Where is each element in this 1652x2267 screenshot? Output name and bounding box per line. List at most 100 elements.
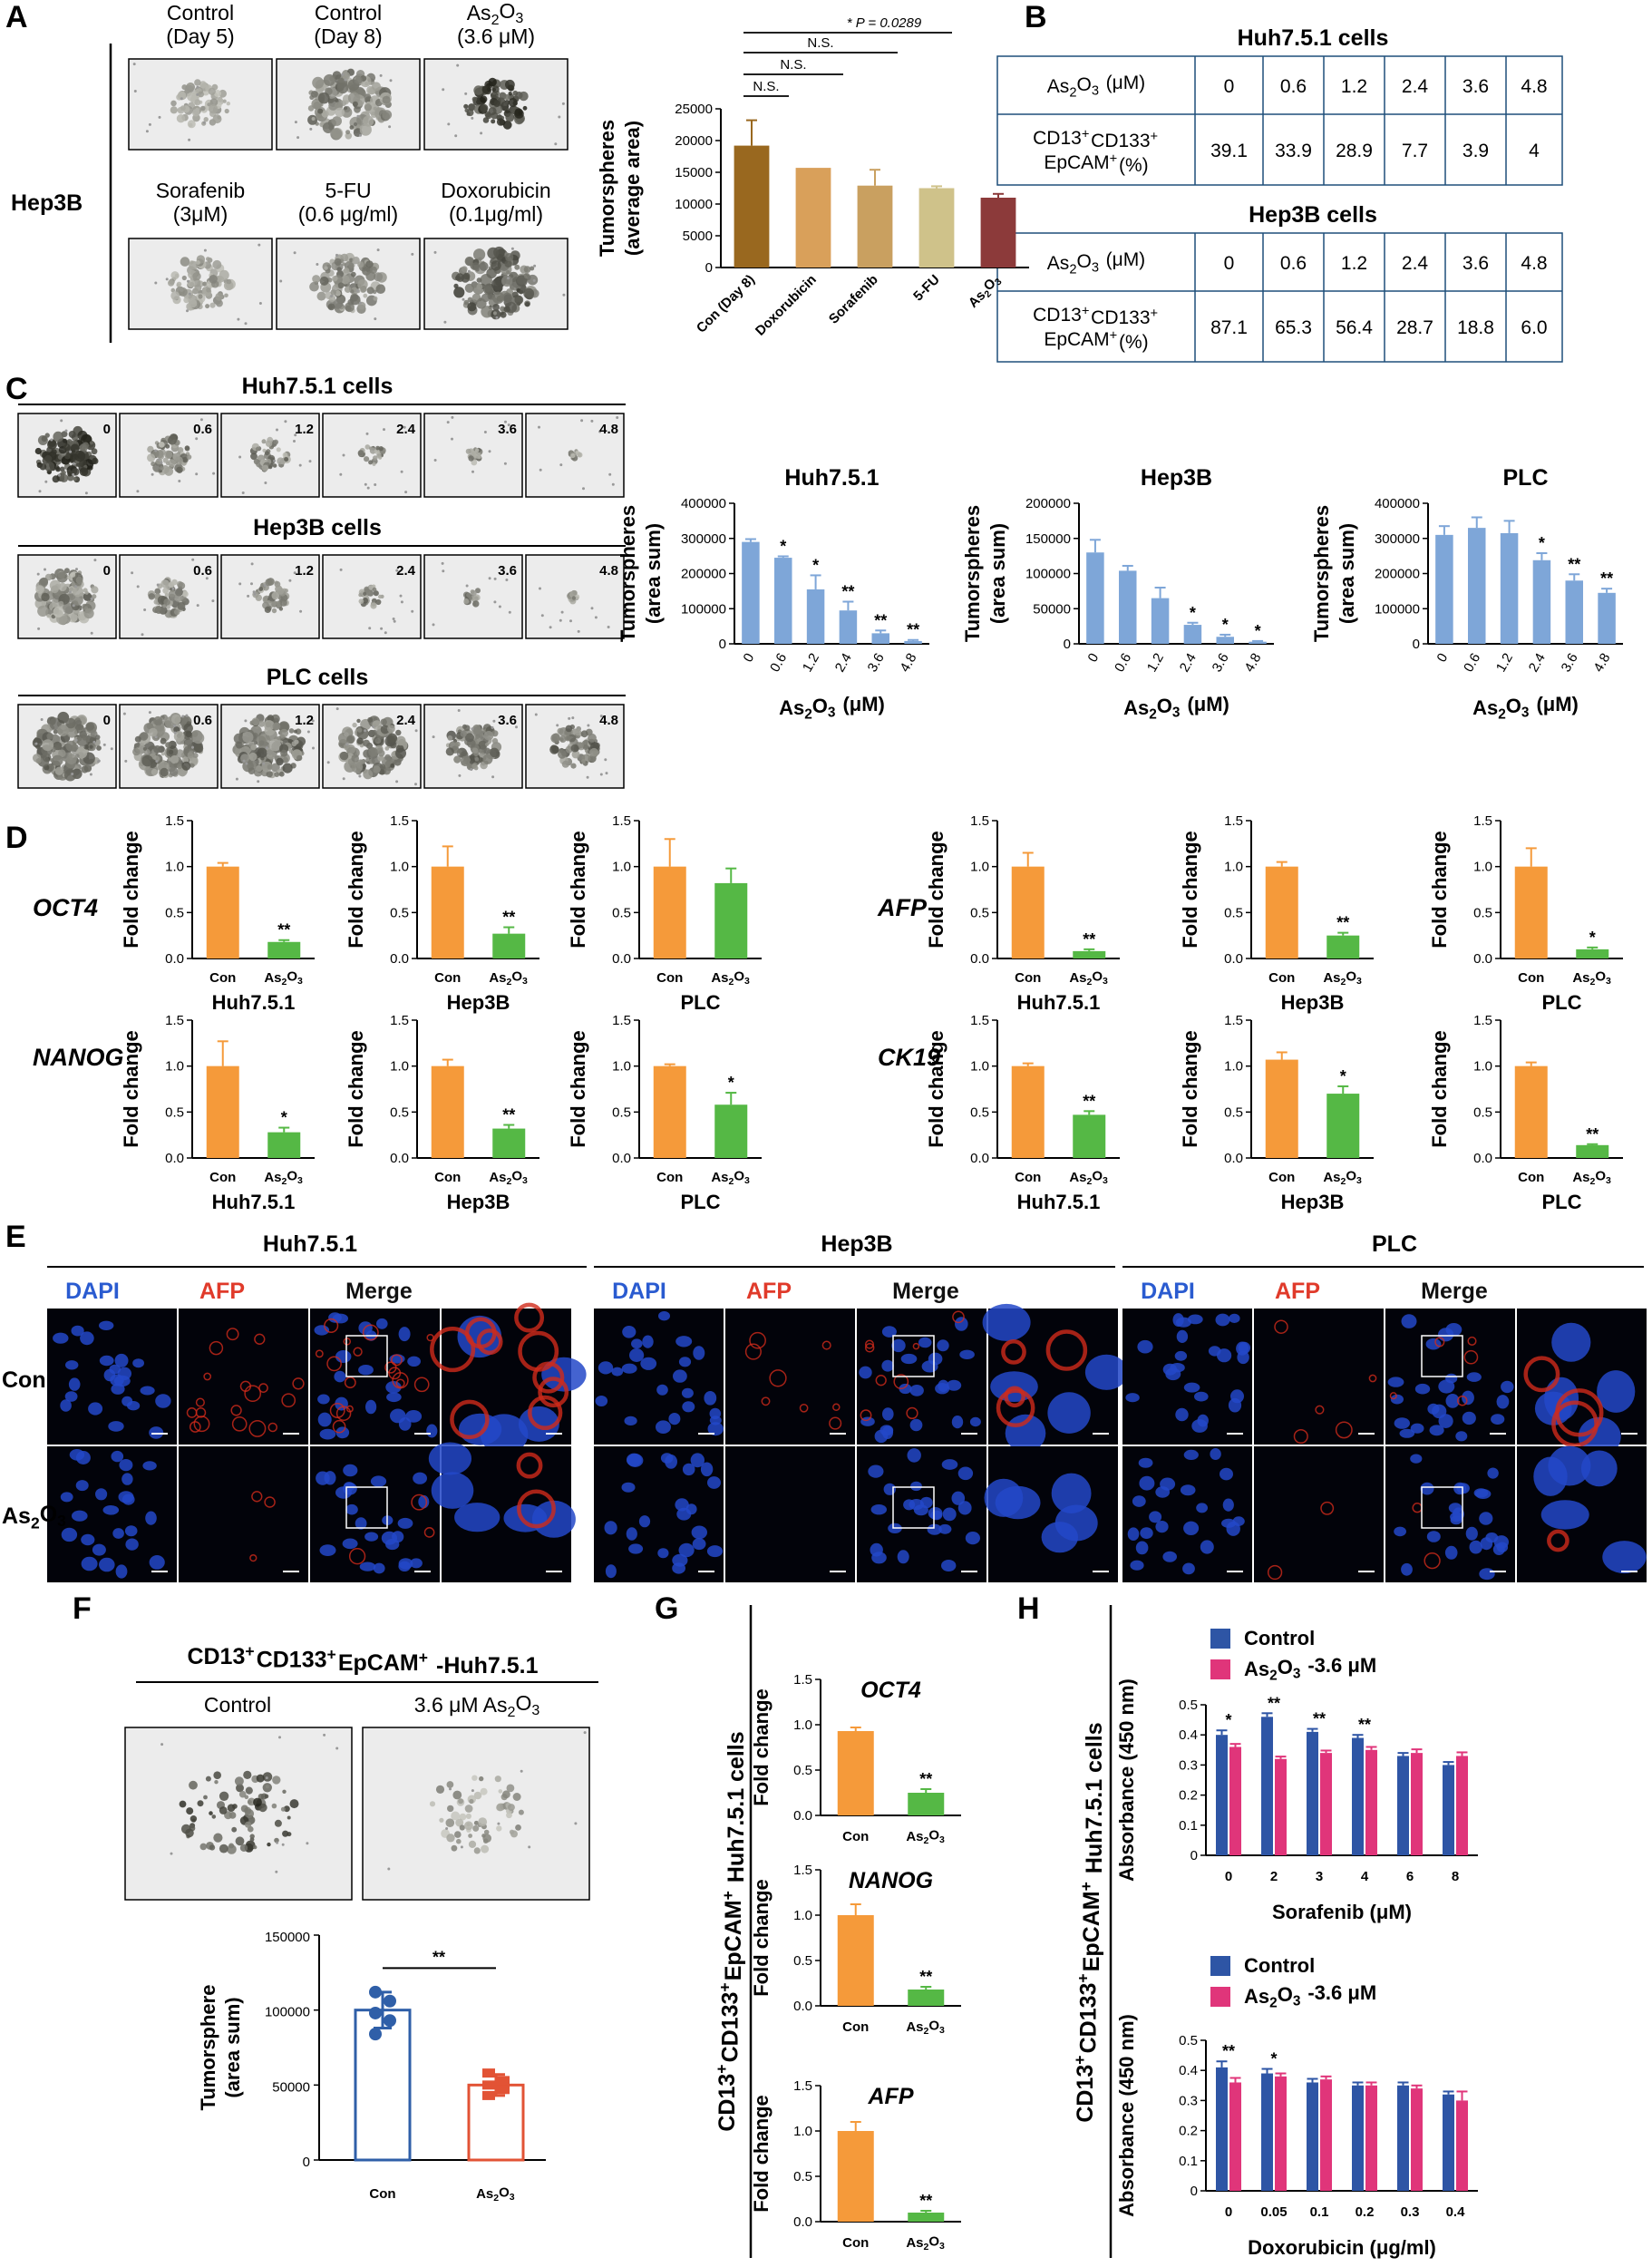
afp-signal (209, 1340, 224, 1356)
panel-c-image-debris (342, 777, 345, 781)
nucleus (685, 1503, 697, 1515)
panel-e-group-title: Huh7.5.1 (263, 1231, 357, 1257)
panel-e-channel-label: AFP (1275, 1279, 1320, 1304)
nucleus (102, 1505, 120, 1515)
y-axis-title: (average area) (621, 121, 644, 256)
panel-c-image-debris (358, 774, 362, 778)
y-tick-label: 0.2 (1179, 2124, 1198, 2139)
bar (904, 640, 922, 644)
nucleus (624, 1416, 637, 1425)
panel-a-image-1-cell (349, 125, 355, 130)
panel-c-image-cell (374, 449, 380, 454)
bar (1073, 950, 1106, 958)
table-dose: 4.8 (1521, 253, 1547, 274)
panel-c-image-cell (380, 718, 387, 725)
panel-c-image-cell (57, 711, 70, 724)
x-tick-label: 0.6 (1112, 651, 1134, 676)
panel-c-image-debris (599, 773, 603, 776)
nucleus (942, 1507, 957, 1522)
panel-c-image-cell (183, 723, 193, 734)
table-dose: 3.6 (1463, 76, 1489, 97)
panel-f-image-cell (459, 1813, 467, 1821)
if-tile (857, 1446, 986, 1582)
panel-a-image-1-cell (307, 105, 315, 112)
nucleus (71, 1325, 84, 1337)
zoom-box (1421, 1486, 1463, 1529)
panel-c-image-cell (378, 594, 383, 599)
panel-f-image-cell (507, 1804, 515, 1812)
y-tick-label: 200000 (681, 567, 726, 582)
bar (1598, 592, 1616, 644)
panel-c-image-cell (471, 747, 479, 754)
panel-c-image-cell (573, 591, 578, 596)
bar (1576, 949, 1609, 958)
panel-c-image-cell (162, 579, 168, 586)
panel-d-gene-label: AFP (877, 894, 928, 921)
panel-a-image-5-cell (453, 287, 465, 298)
bar (1320, 2079, 1332, 2191)
panel-c-image-debris (571, 716, 575, 720)
nucleus (947, 1379, 962, 1391)
nucleus (675, 1498, 689, 1512)
cell-line-label: Huh7.5.1 (1017, 991, 1101, 1014)
bar (1261, 1717, 1273, 1855)
panel-c-image-debris (507, 423, 510, 427)
afp-signal (203, 1372, 212, 1381)
x-tick-label: As2O3 (489, 1167, 529, 1187)
significance-mark: ** (502, 909, 515, 927)
nucleus (604, 1521, 617, 1535)
bar (1265, 1059, 1298, 1158)
panel-a-image-1-cell (311, 91, 318, 98)
panel-c-image-cell (174, 594, 182, 602)
panel-a-caption: 5-FU (325, 179, 371, 202)
nucleus (1455, 1431, 1468, 1442)
afp-signal (769, 1369, 787, 1387)
nucleus (81, 1556, 98, 1571)
panel-c-image-debris (37, 627, 41, 630)
panel-c-image-cell (173, 608, 180, 616)
panel-c-image-cell (474, 757, 480, 762)
panel-c-image-cell (64, 453, 71, 460)
panel-c-image-cell (363, 739, 370, 747)
x-tick-label: 0 (1433, 651, 1451, 666)
nucleus (407, 1356, 421, 1367)
bar (1352, 1737, 1364, 1855)
x-tick-label: Con (434, 970, 461, 986)
bar (1073, 1114, 1106, 1158)
panel-c-image-debris (471, 470, 474, 473)
x-tick-label: Con (1015, 1170, 1041, 1185)
panel-c-image (322, 704, 422, 789)
panel-c-image-debris (539, 587, 541, 590)
panel-a-image-3-cell (226, 278, 232, 285)
panel-a-image-4-cell (352, 257, 360, 265)
panel-f-image-debris (265, 1776, 268, 1780)
nucleus (149, 1426, 164, 1439)
panel-c-image-cell (351, 754, 360, 763)
y-axis-title: Tumorspheres (961, 505, 984, 642)
panel-c-image-cell (192, 753, 199, 759)
panel-a-image-2-cell (466, 109, 474, 117)
panel-c-image-cell (184, 445, 190, 451)
x-tick-label: Con (842, 2235, 869, 2251)
panel-a-image-5-cell (492, 311, 497, 316)
nucleus (1426, 1531, 1441, 1542)
bar (774, 558, 792, 644)
afp-signal (249, 1553, 258, 1562)
legend-label: As2O3 -3.6 μM (1244, 1981, 1376, 2011)
bar (1514, 1065, 1548, 1158)
panel-c-image-debris (124, 759, 128, 763)
nucleus (682, 1401, 695, 1413)
panel-c-image-debris (92, 740, 96, 744)
y-axis-title: (area sum) (642, 523, 665, 624)
afp-signal (251, 1491, 263, 1503)
nucleus (335, 1426, 350, 1439)
y-tick-label: 1.0 (612, 1059, 631, 1075)
panel-f-image-cell (435, 1785, 445, 1794)
legend-swatch (1210, 1659, 1230, 1679)
panel-f-image-cell (478, 1817, 488, 1826)
panel-f-image-cell (287, 1815, 291, 1820)
panel-f-image-cell (439, 1817, 444, 1823)
nucleus (1208, 1346, 1221, 1357)
panel-c-image-debris (247, 594, 250, 598)
panel-c-image-cell (96, 745, 102, 751)
